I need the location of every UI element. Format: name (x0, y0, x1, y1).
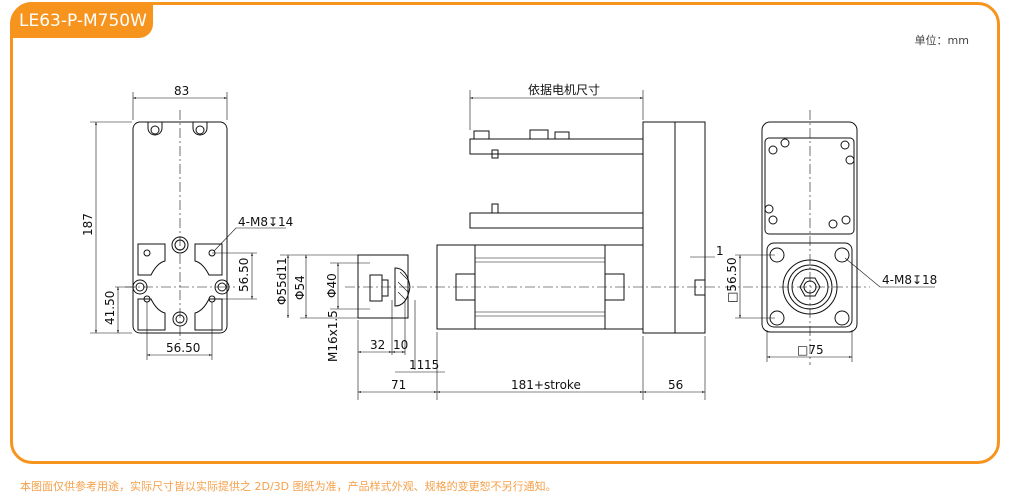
dim-11: 11 (409, 358, 424, 372)
dim-square: □75 (797, 343, 824, 357)
dim-32: 32 (370, 338, 385, 352)
dim-end-pitch: □56.50 (725, 257, 739, 303)
drawing-frame (10, 2, 1000, 464)
dim-d-inner: Φ40 (325, 273, 339, 298)
end-view (725, 110, 935, 365)
end-hole-label: 4-M8↧18 (882, 273, 937, 287)
dim-thread: M16x1.5 (326, 310, 340, 362)
dim-71: 71 (391, 378, 406, 392)
front-view (90, 92, 286, 360)
dim-pitch-v: 56.50 (237, 258, 251, 292)
dim-gap: 1 (716, 244, 724, 258)
dim-d-outer: Φ55d11 (275, 257, 289, 305)
dim-10: 10 (393, 338, 408, 352)
model-title: LE63-P-M750W (10, 2, 153, 38)
side-view (280, 90, 720, 400)
unit-label: 单位：mm (914, 34, 969, 47)
dim-pitch-h: 56.50 (166, 341, 200, 355)
dim-motor-length: 56 (668, 378, 683, 392)
dim-motor: 依据电机尺寸 (528, 82, 600, 97)
dim-offset: 41.50 (103, 291, 117, 325)
dim-d-rod: Φ54 (293, 275, 307, 300)
dim-15: 15 (424, 358, 439, 372)
hole-label: 4-M8↧14 (238, 215, 293, 229)
dim-height: 187 (81, 213, 95, 236)
dim-width: 83 (174, 84, 189, 98)
footer-note: 本图面仅供参考用途，实际尺寸皆以实际提供之 2D/3D 图纸为准，产品样式外观、… (20, 480, 557, 493)
dim-body-length: 181+stroke (511, 378, 581, 392)
